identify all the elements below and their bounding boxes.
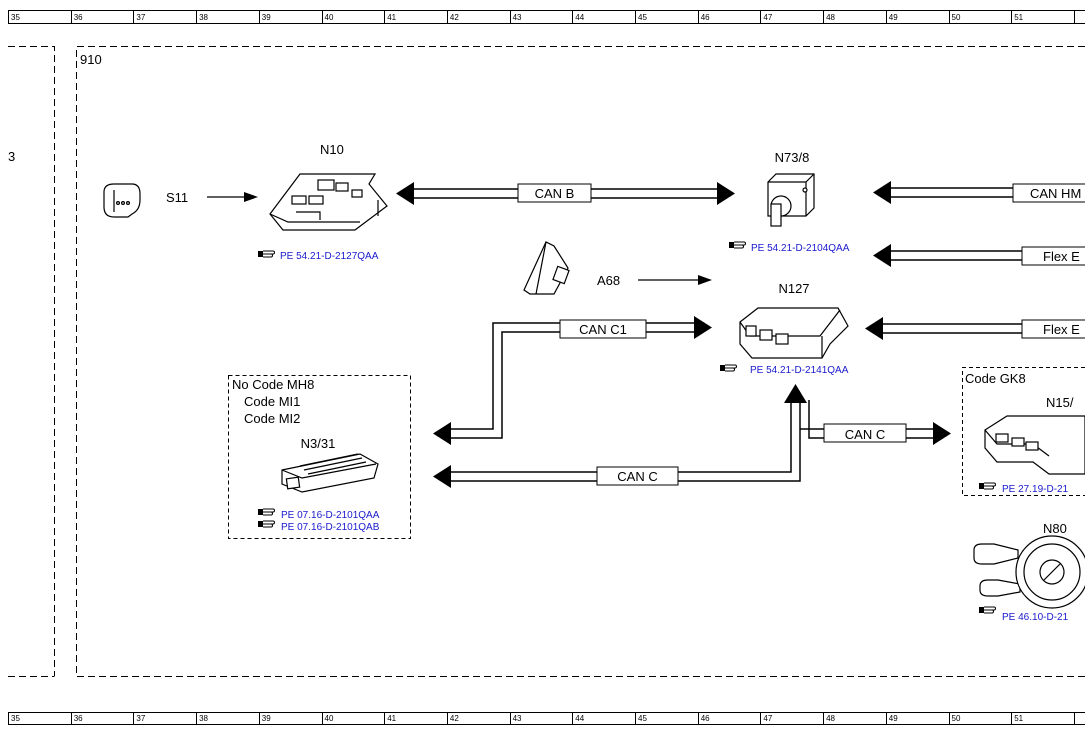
bottom-ruler-column-43: 43 xyxy=(513,714,522,723)
flexray-bus-2 xyxy=(865,317,1085,340)
area-label: 910 xyxy=(80,52,102,67)
bottom-ruler-column-39: 39 xyxy=(262,714,271,723)
flexray-bus-1 xyxy=(873,244,1085,267)
can-hmi-bus xyxy=(873,181,1085,204)
mh8-line3: Code MI2 xyxy=(244,411,300,426)
bottom-ruler-column-49: 49 xyxy=(889,714,898,723)
code-mh8-group xyxy=(228,375,411,539)
n3-31-label: N3/31 xyxy=(301,436,336,451)
control-module-icon xyxy=(269,173,388,231)
top-ruler-column-40: 40 xyxy=(325,13,334,22)
top-ruler-column-43: 43 xyxy=(513,13,522,22)
bottom-ruler: 35 36 37 38 39 40 41 42 43 44 45 46 47 48 49 50 51 xyxy=(8,712,1085,725)
can-b-bus xyxy=(396,182,735,205)
can-c-bus xyxy=(433,384,951,488)
top-ruler-column-38: 38 xyxy=(199,13,208,22)
top-ruler-column-50: 50 xyxy=(952,13,961,22)
n15-label: N15/ xyxy=(1046,395,1074,410)
bottom-ruler-column-50: 50 xyxy=(952,714,961,723)
top-ruler-column-39: 39 xyxy=(262,13,271,22)
n15-ref-link[interactable]: PE 27.19-D-21 xyxy=(978,482,1069,495)
bottom-ruler-column-37: 37 xyxy=(136,714,145,723)
bottom-ruler-column-36: 36 xyxy=(74,714,83,723)
n10-label: N10 xyxy=(320,142,344,157)
top-ruler-column-35: 35 xyxy=(11,13,20,22)
bottom-ruler-column-47: 47 xyxy=(763,714,772,723)
n127-ref[interactable]: PE 54.21-D-2141QAA xyxy=(750,365,849,376)
top-ruler-column-48: 48 xyxy=(826,13,835,22)
engine-control-unit-icon xyxy=(281,453,379,493)
accelerator-pedal-icon xyxy=(523,241,570,295)
can-c-right-label: CAN C xyxy=(845,427,885,442)
gk8-label: Code GK8 xyxy=(965,371,1026,386)
top-ruler-column-42: 42 xyxy=(450,13,459,22)
can-c-left-label: CAN C xyxy=(617,469,657,484)
can-b-label: CAN B xyxy=(535,186,575,201)
s11-signal-arrow xyxy=(207,192,258,202)
hand-pointer-icon xyxy=(728,241,746,249)
can-hmi-label: CAN HM xyxy=(1030,186,1081,201)
bottom-ruler-column-38: 38 xyxy=(199,714,208,723)
top-ruler-column-36: 36 xyxy=(74,13,83,22)
top-ruler-column-49: 49 xyxy=(889,13,898,22)
n127-label: N127 xyxy=(778,281,809,296)
bottom-ruler-column-35: 35 xyxy=(11,714,20,723)
n73-8-ref[interactable]: PE 54.21-D-2104QAA xyxy=(751,243,850,254)
n3-31-ref-link-1[interactable]: PE 07.16-D-2101QAA xyxy=(257,508,380,521)
code-gk8-group xyxy=(962,367,1085,496)
hand-pointer-icon xyxy=(978,482,996,490)
bottom-ruler-column-44: 44 xyxy=(575,714,584,723)
n3-31-ref2[interactable]: PE 07.16-D-2101QAB xyxy=(281,522,380,533)
hand-pointer-icon xyxy=(978,606,996,614)
top-ruler-column-46: 46 xyxy=(701,13,710,22)
frame-left-label: 3 xyxy=(8,149,15,164)
switch-connector-icon xyxy=(103,183,141,218)
top-ruler-column-45: 45 xyxy=(638,13,647,22)
a68-label: A68 xyxy=(597,273,620,288)
can-c1-label: CAN C1 xyxy=(579,322,627,337)
top-ruler-column-44: 44 xyxy=(575,13,584,22)
n10-ref-link[interactable]: PE 54.21-D-2127QAA xyxy=(257,250,379,262)
n3-31-ref1[interactable]: PE 07.16-D-2101QAA xyxy=(281,510,380,521)
flexray-1-label: Flex E xyxy=(1043,249,1080,264)
hand-pointer-icon xyxy=(719,364,737,372)
hand-pointer-icon xyxy=(257,520,275,528)
bottom-ruler-column-46: 46 xyxy=(701,714,710,723)
diagram-frame xyxy=(8,46,1085,677)
n73-8-label: N73/8 xyxy=(775,150,810,165)
control-unit-icon xyxy=(739,307,849,359)
mh8-line2: Code MI1 xyxy=(244,394,300,409)
bottom-ruler-column-45: 45 xyxy=(638,714,647,723)
n15-ref[interactable]: PE 27.19-D-21 xyxy=(1002,484,1069,495)
n127-ref-link[interactable]: PE 54.21-D-2141QAA xyxy=(719,364,849,376)
top-ruler-column-47: 47 xyxy=(763,13,772,22)
top-ruler-column-51: 51 xyxy=(1014,13,1023,22)
top-ruler-column-37: 37 xyxy=(136,13,145,22)
steering-column-module-icon xyxy=(973,535,1085,609)
n73-8-ref-link[interactable]: PE 54.21-D-2104QAA xyxy=(728,241,850,254)
mh8-line1: No Code MH8 xyxy=(232,377,314,392)
bottom-ruler-column-41: 41 xyxy=(387,714,396,723)
hand-pointer-icon xyxy=(257,508,275,516)
transmission-control-icon xyxy=(984,415,1085,475)
n80-ref-link[interactable]: PE 46.10-D-21 xyxy=(978,606,1069,623)
n80-ref[interactable]: PE 46.10-D-21 xyxy=(1002,612,1069,623)
top-ruler: 35 36 37 38 39 40 41 42 43 44 45 46 47 48 49 50 51 xyxy=(8,10,1085,24)
bottom-ruler-column-40: 40 xyxy=(325,714,334,723)
flexray-2-label: Flex E xyxy=(1043,322,1080,337)
can-c1-bus xyxy=(433,316,712,445)
bottom-ruler-column-42: 42 xyxy=(450,714,459,723)
n3-31-ref-link-2[interactable]: PE 07.16-D-2101QAB xyxy=(257,520,380,533)
bottom-ruler-column-48: 48 xyxy=(826,714,835,723)
s11-label: S11 xyxy=(166,190,188,205)
a68-signal-arrow xyxy=(638,275,712,285)
hand-pointer-icon xyxy=(257,250,275,258)
bottom-ruler-column-51: 51 xyxy=(1014,714,1023,723)
top-ruler-column-41: 41 xyxy=(387,13,396,22)
ignition-lock-icon xyxy=(767,173,815,227)
n10-ref[interactable]: PE 54.21-D-2127QAA xyxy=(280,251,379,262)
n80-label: N80 xyxy=(1043,521,1067,536)
